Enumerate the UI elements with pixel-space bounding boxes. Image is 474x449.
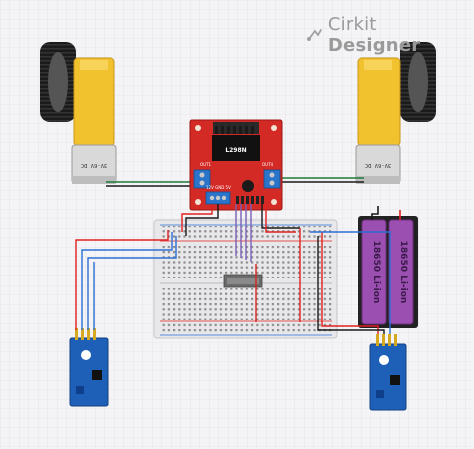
breadboard[interactable] bbox=[153, 219, 338, 339]
sensor-left-board bbox=[69, 337, 109, 407]
wire-sensor-left-vcc bbox=[75, 230, 169, 330]
ir-sensor-right[interactable] bbox=[369, 334, 407, 411]
breadboard-lower-grid bbox=[160, 288, 332, 320]
wheel-hub-left bbox=[48, 52, 68, 112]
gearbox-top-left bbox=[80, 60, 108, 70]
driver-label-out4: OUT4 bbox=[262, 162, 274, 167]
motor-right[interactable]: 3V-6V DC bbox=[355, 42, 436, 184]
signal-wires bbox=[75, 204, 391, 334]
sensor-right-board bbox=[369, 343, 407, 411]
gearbox-top-right bbox=[364, 60, 392, 70]
brand-name: Cirkit Designer bbox=[328, 14, 474, 56]
brand-logo: Cirkit Designer bbox=[306, 14, 474, 56]
sensor-left-pot bbox=[76, 386, 84, 394]
terminal-screw-out1b bbox=[199, 180, 205, 186]
sensor-right-led bbox=[379, 355, 389, 365]
terminal-screw-out4b bbox=[269, 180, 275, 186]
ir-sensor-left[interactable] bbox=[69, 328, 109, 407]
heatsink-fins bbox=[215, 126, 254, 134]
terminal-out1[interactable] bbox=[193, 169, 211, 189]
ic-chip-face bbox=[227, 278, 259, 284]
brand-name-part1: Cirkit bbox=[327, 14, 377, 35]
wire-sensor-right-vcc bbox=[321, 232, 379, 334]
breadboard-rail-bottom bbox=[160, 322, 332, 334]
driver-chip-label: L298N bbox=[225, 147, 246, 154]
battery-2-label: 18650 Li-ion bbox=[398, 241, 408, 304]
sensor-right-pins bbox=[376, 334, 397, 346]
wire-driver-gnd bbox=[185, 204, 219, 236]
gearbox-left bbox=[73, 57, 115, 147]
battery-cell-1 bbox=[361, 219, 387, 325]
wire-driver-5v bbox=[265, 204, 296, 233]
terminal-screw-gnd bbox=[215, 195, 221, 201]
battery-pack[interactable]: 18650 Li-ion 18650 Li-ion bbox=[358, 206, 418, 328]
sensor-right-chip bbox=[390, 375, 400, 385]
sensor-left-led bbox=[81, 350, 91, 360]
terminal-screw-out4a bbox=[269, 172, 275, 178]
motor-right-label: 3V-6V DC bbox=[365, 162, 392, 168]
driver-power-label: 12V GND 5V bbox=[206, 185, 231, 190]
terminal-screw-5v bbox=[221, 195, 227, 201]
terminal-out4[interactable] bbox=[263, 169, 281, 189]
wire-sensor-left-gnd bbox=[81, 232, 173, 330]
battery-1-label: 18650 Li-ion bbox=[371, 241, 381, 304]
motor-wires bbox=[106, 177, 364, 187]
mount-hole-tr bbox=[271, 125, 277, 131]
motor-endcap-left bbox=[72, 176, 116, 184]
wire-sensor-right-out bbox=[310, 231, 391, 334]
battery-wire-neg bbox=[371, 206, 379, 220]
battery-cell-2 bbox=[388, 219, 414, 325]
driver-capacitor bbox=[242, 180, 254, 192]
sensor-left-pins bbox=[75, 328, 96, 340]
driver-header-pins bbox=[236, 196, 264, 204]
wheel-hub-right bbox=[408, 52, 428, 112]
driver-label-out1: OUT1 bbox=[200, 162, 212, 167]
motor-left-label: 3V-6V DC bbox=[81, 162, 108, 168]
motor-endcap-right bbox=[356, 176, 400, 184]
wire-driver-12v bbox=[181, 204, 213, 232]
sensor-right-pot bbox=[376, 390, 384, 398]
motor-left[interactable]: 3V-6V DC bbox=[40, 42, 117, 184]
terminal-screw-12v bbox=[209, 195, 215, 201]
mount-hole-br bbox=[271, 199, 277, 205]
terminal-screw-out1a bbox=[199, 172, 205, 178]
motor-driver[interactable]: L298N OUT1 OUT4 12V GND 5V bbox=[189, 119, 283, 211]
mount-hole-tl bbox=[195, 125, 201, 131]
mount-hole-bl bbox=[195, 199, 201, 205]
wire-sensor-left-out bbox=[87, 236, 177, 330]
gearbox-right bbox=[357, 57, 401, 147]
cirkit-logo-icon bbox=[306, 29, 322, 41]
wire-sensor-right-gnd bbox=[317, 236, 385, 334]
wire-driver-ena bbox=[261, 204, 300, 229]
driver-chip bbox=[212, 135, 260, 161]
brand-name-part2: Designer bbox=[327, 35, 421, 56]
sensor-left-chip bbox=[92, 370, 102, 380]
